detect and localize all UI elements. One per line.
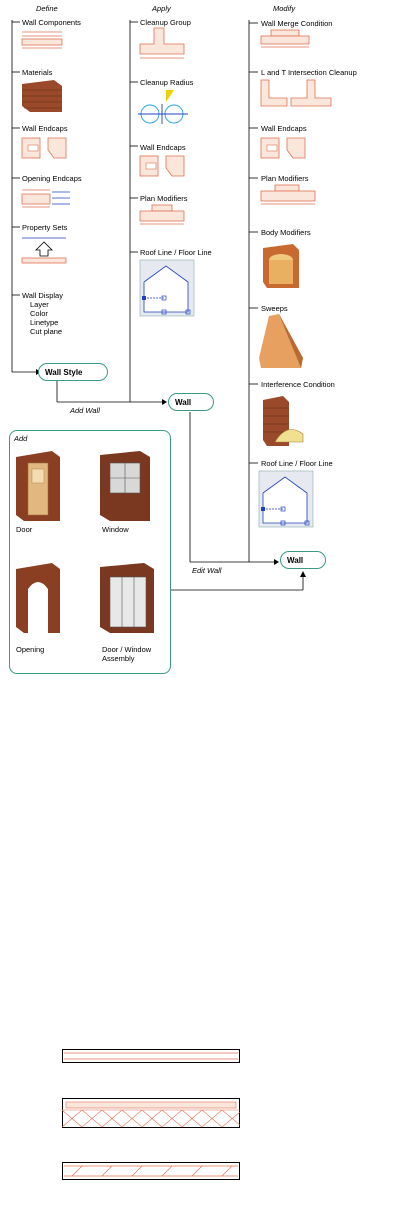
label-cleanup-group: Cleanup Group bbox=[140, 18, 191, 27]
modify-plan-modifiers-icon bbox=[260, 184, 316, 205]
modify-roof-floor-line-icon bbox=[258, 470, 314, 528]
add-panel: Add Door Window Opening Door / Window As… bbox=[9, 430, 171, 674]
label-door: Door bbox=[16, 525, 33, 534]
wall-endcaps-icon bbox=[21, 137, 67, 159]
label-roof-floor-line-modify: Roof Line / Floor Line bbox=[261, 459, 333, 468]
label-opening: Opening bbox=[16, 645, 45, 654]
wall-pattern-plain bbox=[62, 1049, 240, 1063]
label-wall-display: Wall Display bbox=[22, 291, 63, 300]
header-define: Define bbox=[36, 4, 58, 13]
label-body-modifiers: Body Modifiers bbox=[261, 228, 311, 237]
wall-components-icon bbox=[21, 31, 63, 49]
apply-wall-endcaps-icon bbox=[139, 155, 185, 177]
intersection-cleanup-icon bbox=[260, 79, 332, 107]
label-door-window-assembly: Door / Window Assembly bbox=[102, 645, 152, 663]
label-wall-components: Wall Components bbox=[22, 18, 81, 27]
body-modifiers-icon bbox=[263, 244, 299, 288]
label-plan-modifiers-modify: Plan Modifiers bbox=[261, 174, 309, 183]
opening-endcaps-icon bbox=[21, 189, 70, 208]
wall-pattern-diagonal bbox=[62, 1162, 240, 1180]
node-wall-2[interactable]: Wall bbox=[280, 551, 326, 569]
label-window: Window bbox=[102, 525, 129, 534]
label-opening-endcaps: Opening Endcaps bbox=[22, 174, 82, 183]
door-window-assembly-icon bbox=[100, 563, 154, 633]
sweeps-icon bbox=[259, 314, 303, 368]
label-sweeps: Sweeps bbox=[261, 304, 288, 313]
node-wall-style[interactable]: Wall Style bbox=[38, 363, 108, 381]
add-panel-title: Add bbox=[14, 434, 28, 443]
wall-pattern-cross-hatch bbox=[62, 1098, 240, 1128]
display-item-linetype: Linetype bbox=[30, 318, 59, 327]
header-modify: Modify bbox=[273, 4, 296, 13]
label-roof-floor-line-apply: Roof Line / Floor Line bbox=[140, 248, 212, 257]
label-intersection-cleanup: L and T Intersection Cleanup bbox=[261, 68, 357, 77]
cleanup-radius-icon bbox=[138, 90, 188, 124]
property-sets-icon bbox=[21, 237, 67, 264]
apply-roof-floor-line-icon bbox=[139, 259, 195, 317]
materials-brick-icon bbox=[22, 80, 62, 112]
label-interference: Interference Condition bbox=[261, 380, 335, 389]
display-item-cut-plane: Cut plane bbox=[30, 327, 63, 336]
label-materials: Materials bbox=[22, 68, 53, 77]
label-wall-endcaps-apply: Wall Endcaps bbox=[140, 143, 186, 152]
cleanup-group-icon bbox=[139, 27, 185, 59]
display-item-color: Color bbox=[30, 309, 48, 318]
label-wall-endcaps-define: Wall Endcaps bbox=[22, 124, 68, 133]
label-property-sets: Property Sets bbox=[22, 223, 68, 232]
modify-wall-endcaps-icon bbox=[260, 137, 306, 159]
edge-label-add-wall: Add Wall bbox=[70, 406, 100, 415]
edge-label-edit-wall: Edit Wall bbox=[192, 566, 222, 575]
node-wall-1[interactable]: Wall bbox=[168, 393, 214, 411]
apply-plan-modifiers-icon bbox=[139, 204, 185, 225]
door-icon bbox=[16, 451, 60, 521]
label-cleanup-radius: Cleanup Radius bbox=[140, 78, 194, 87]
window-icon bbox=[100, 451, 150, 521]
display-item-layer: Layer bbox=[30, 300, 49, 309]
opening-icon bbox=[16, 563, 60, 633]
interference-icon bbox=[263, 396, 304, 446]
label-wall-endcaps-modify: Wall Endcaps bbox=[261, 124, 307, 133]
label-plan-modifiers-apply: Plan Modifiers bbox=[140, 194, 188, 203]
merge-condition-icon bbox=[260, 29, 310, 48]
header-apply: Apply bbox=[152, 4, 171, 13]
label-merge-condition: Wall Merge Condition bbox=[261, 19, 333, 28]
